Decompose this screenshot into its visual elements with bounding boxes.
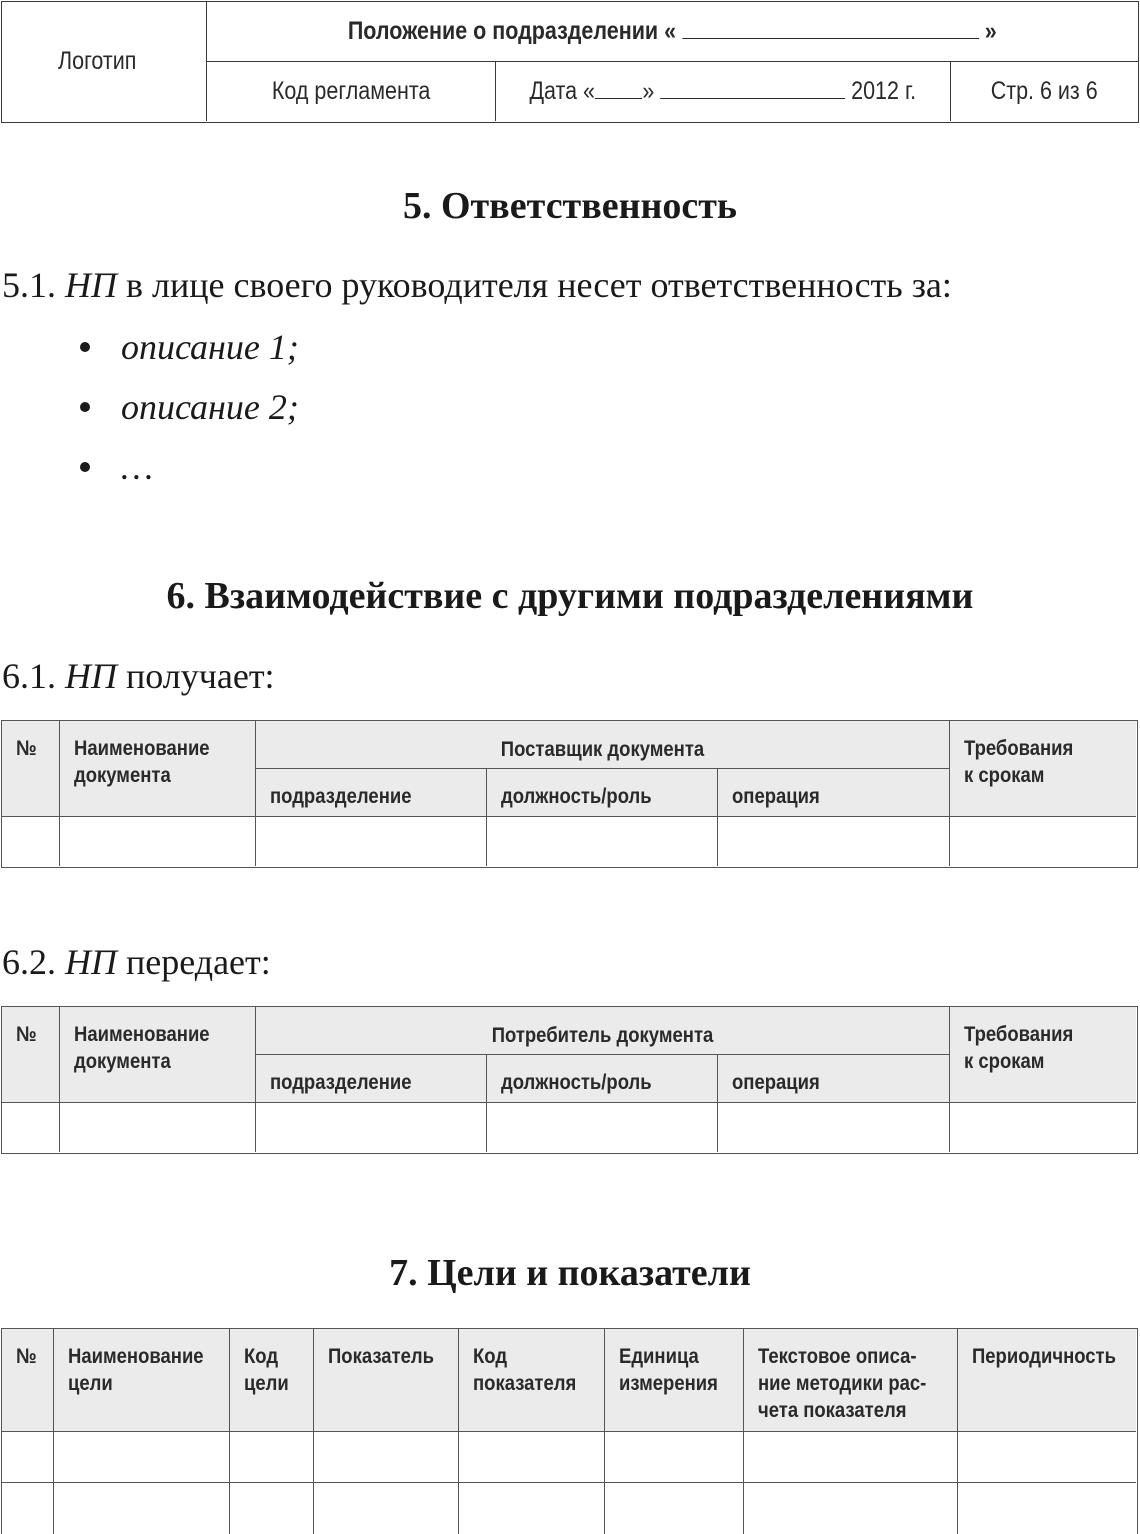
regulation-code-label: Код регламента — [271, 77, 431, 105]
table-cell — [744, 1432, 958, 1483]
table-header-cell: Текстовое описа-ние методики рас-чета по… — [744, 1329, 958, 1432]
table-cell — [54, 1483, 230, 1534]
table-cell — [314, 1432, 459, 1483]
section-6-heading: 6. Взаимодействие с другими подразделени… — [166, 575, 974, 617]
list-item: описание 2; — [80, 386, 299, 428]
date-cell: Дата « » 2012 г. — [496, 62, 951, 121]
table-cell — [314, 1483, 459, 1534]
table-cell — [2, 1103, 60, 1152]
table-group-header: Потребитель документа — [256, 1007, 950, 1055]
table-cell — [958, 1432, 1136, 1483]
paragraph-5-1: 5.1. НП в лице своего руководителя несет… — [2, 264, 952, 306]
table-cell — [744, 1483, 958, 1534]
regulation-code-cell: Код регламента — [207, 62, 496, 121]
page-number-label: Стр. 6 из 6 — [990, 77, 1099, 105]
table-cell — [487, 817, 718, 866]
para-text: в лице своего руководителя несет ответст… — [126, 265, 952, 305]
table-header-cell: Периодичность — [958, 1329, 1136, 1432]
header-title-cell: Положение о подразделении « » — [207, 2, 1138, 62]
table-cell — [60, 817, 256, 866]
list-item: … — [80, 446, 153, 488]
logo-placeholder: Логотип — [2, 2, 207, 121]
table-header-cell: должность/роль — [487, 1055, 718, 1103]
logo-label: Логотип — [58, 47, 137, 75]
para-number: 5.1. — [2, 265, 56, 305]
table-header-cell: № — [2, 1329, 54, 1432]
table-group-header: Поставщик документа — [256, 721, 950, 769]
table-cell — [459, 1483, 605, 1534]
table-cell — [230, 1483, 314, 1534]
table-cell — [950, 817, 1136, 866]
table-cell — [605, 1432, 744, 1483]
table-header-cell: подразделение — [256, 1055, 487, 1103]
date-day-blank — [595, 77, 643, 99]
page-number-cell: Стр. 6 из 6 — [951, 62, 1138, 121]
table-cell — [605, 1483, 744, 1534]
table-header-cell: операция — [718, 1055, 950, 1103]
para-subject: НП — [65, 265, 117, 305]
list-item: описание 1; — [80, 326, 299, 368]
document-header-table: Логотип Положение о подразделении « » Ко… — [1, 1, 1139, 123]
table-cell — [459, 1432, 605, 1483]
header-title-suffix: » — [984, 17, 997, 45]
table-header-cell: № — [2, 721, 60, 817]
bullet-icon — [80, 461, 90, 472]
table-cell — [2, 1432, 54, 1483]
paragraph-6-2: 6.2. НП передает: — [2, 942, 271, 982]
table-header-cell: Показатель — [314, 1329, 459, 1432]
table-cell — [256, 1103, 487, 1152]
table-cell — [718, 1103, 950, 1152]
table-cell — [256, 817, 487, 866]
section-5-heading: 5. Ответственность — [402, 185, 738, 227]
table-header-cell: № — [2, 1007, 60, 1103]
date-year: 2012 г. — [851, 77, 917, 105]
table-cell — [60, 1103, 256, 1152]
title-blank-line — [682, 17, 979, 39]
table-cell — [54, 1432, 230, 1483]
table-cell — [2, 1483, 54, 1534]
date-mid: » — [642, 77, 655, 105]
paragraph-6-1: 6.1. НП получает: — [2, 656, 275, 696]
date-month-blank — [660, 77, 846, 99]
date-prefix: Дата « — [529, 77, 596, 105]
table-header-cell: должность/роль — [487, 769, 718, 817]
section-7-heading: 7. Цели и показатели — [389, 1252, 751, 1294]
table-cell — [950, 1103, 1136, 1152]
table-cell — [230, 1432, 314, 1483]
table-cell — [487, 1103, 718, 1152]
table-cell — [2, 817, 60, 866]
table-header-cell: операция — [718, 769, 950, 817]
table-header-cell: подразделение — [256, 769, 487, 817]
bullet-icon — [80, 341, 90, 352]
header-title-prefix: Положение о подразделении « — [348, 17, 677, 45]
bullet-icon — [80, 401, 90, 412]
table-cell — [958, 1483, 1136, 1534]
table-cell — [718, 817, 950, 866]
